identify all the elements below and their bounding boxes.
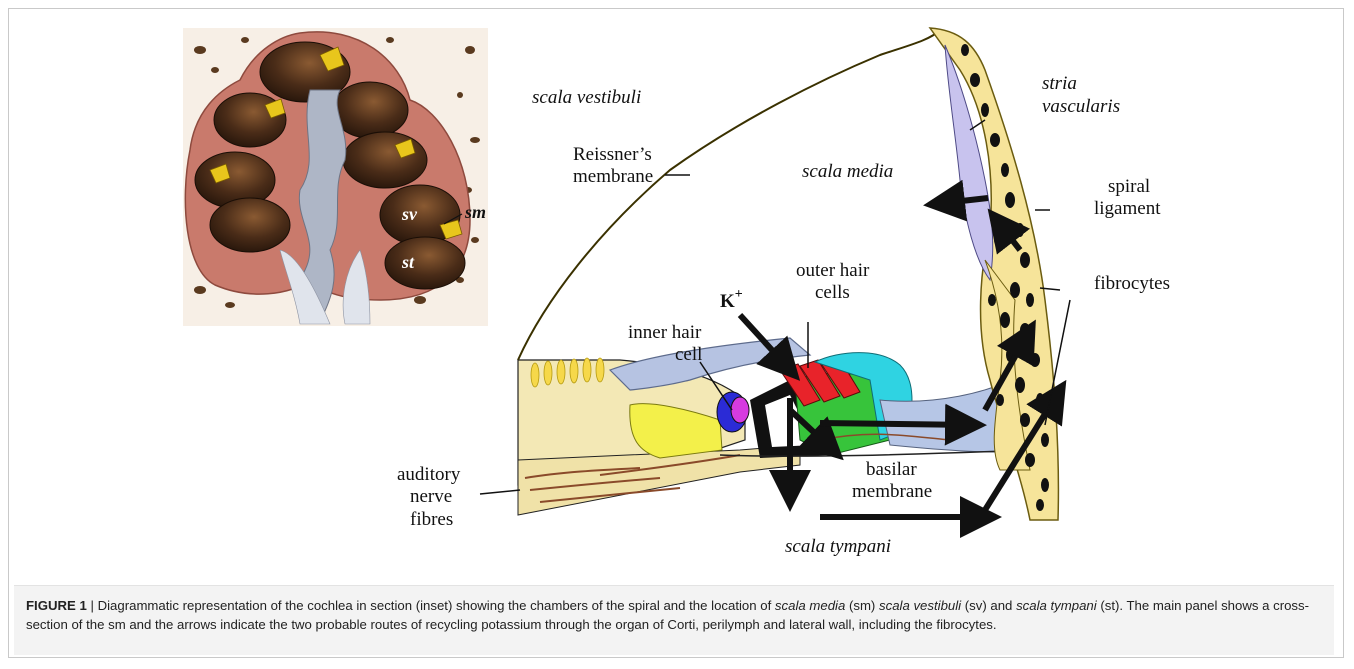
caption-text-1: Diagrammatic representation of the cochl… xyxy=(98,598,775,613)
label-spiral-1: spiral xyxy=(1108,176,1150,197)
figure-label: FIGURE 1 xyxy=(26,598,87,613)
label-reissner-2: membrane xyxy=(573,166,653,187)
label-basilar-1: basilar xyxy=(866,459,917,480)
label-stria-1: stria xyxy=(1042,73,1077,94)
inset-label-sv: sv xyxy=(401,204,418,224)
figure-caption: FIGURE 1 | Diagrammatic representation o… xyxy=(14,585,1334,655)
label-basilar-2: membrane xyxy=(852,481,932,502)
label-inner-hair-1: inner hair xyxy=(628,322,702,343)
inset-label-st: st xyxy=(401,252,415,272)
label-reissner-1: Reissner’s xyxy=(573,144,652,165)
figure-artwork: sv st sm xyxy=(0,0,1354,585)
label-auditory-3: fibres xyxy=(410,509,453,530)
caption-text-3: (sv) and xyxy=(961,598,1016,613)
label-auditory-2: nerve xyxy=(410,486,452,507)
inner-hair-cell xyxy=(731,397,749,423)
label-scala-media: scala media xyxy=(802,161,893,182)
caption-term-sv: scala vestibuli xyxy=(879,598,961,613)
inset-label-sm: sm xyxy=(464,202,486,222)
label-scala-tympani: scala tympani xyxy=(785,536,891,557)
cochlear-duct-diagram: scala vestibuli Reissner’s membrane scal… xyxy=(397,28,1170,557)
label-inner-hair-2: cell xyxy=(675,344,702,365)
caption-text-2: (sm) xyxy=(845,598,879,613)
label-fibrocytes: fibrocytes xyxy=(1094,273,1170,294)
caption-term-st: scala tympani xyxy=(1016,598,1097,613)
caption-separator: | xyxy=(87,598,98,613)
label-k-ion: K+ xyxy=(720,287,743,312)
label-outer-hair-2: cells xyxy=(815,282,850,303)
label-stria-2: vascularis xyxy=(1042,96,1120,117)
label-spiral-2: ligament xyxy=(1094,198,1161,219)
label-outer-hair-1: outer hair xyxy=(796,260,870,281)
label-scala-vestibuli: scala vestibuli xyxy=(532,87,641,108)
chamber-st xyxy=(385,237,465,289)
label-auditory-1: auditory xyxy=(397,464,461,485)
caption-term-sm: scala media xyxy=(775,598,845,613)
cochlea-inset: sv st sm xyxy=(183,28,488,326)
